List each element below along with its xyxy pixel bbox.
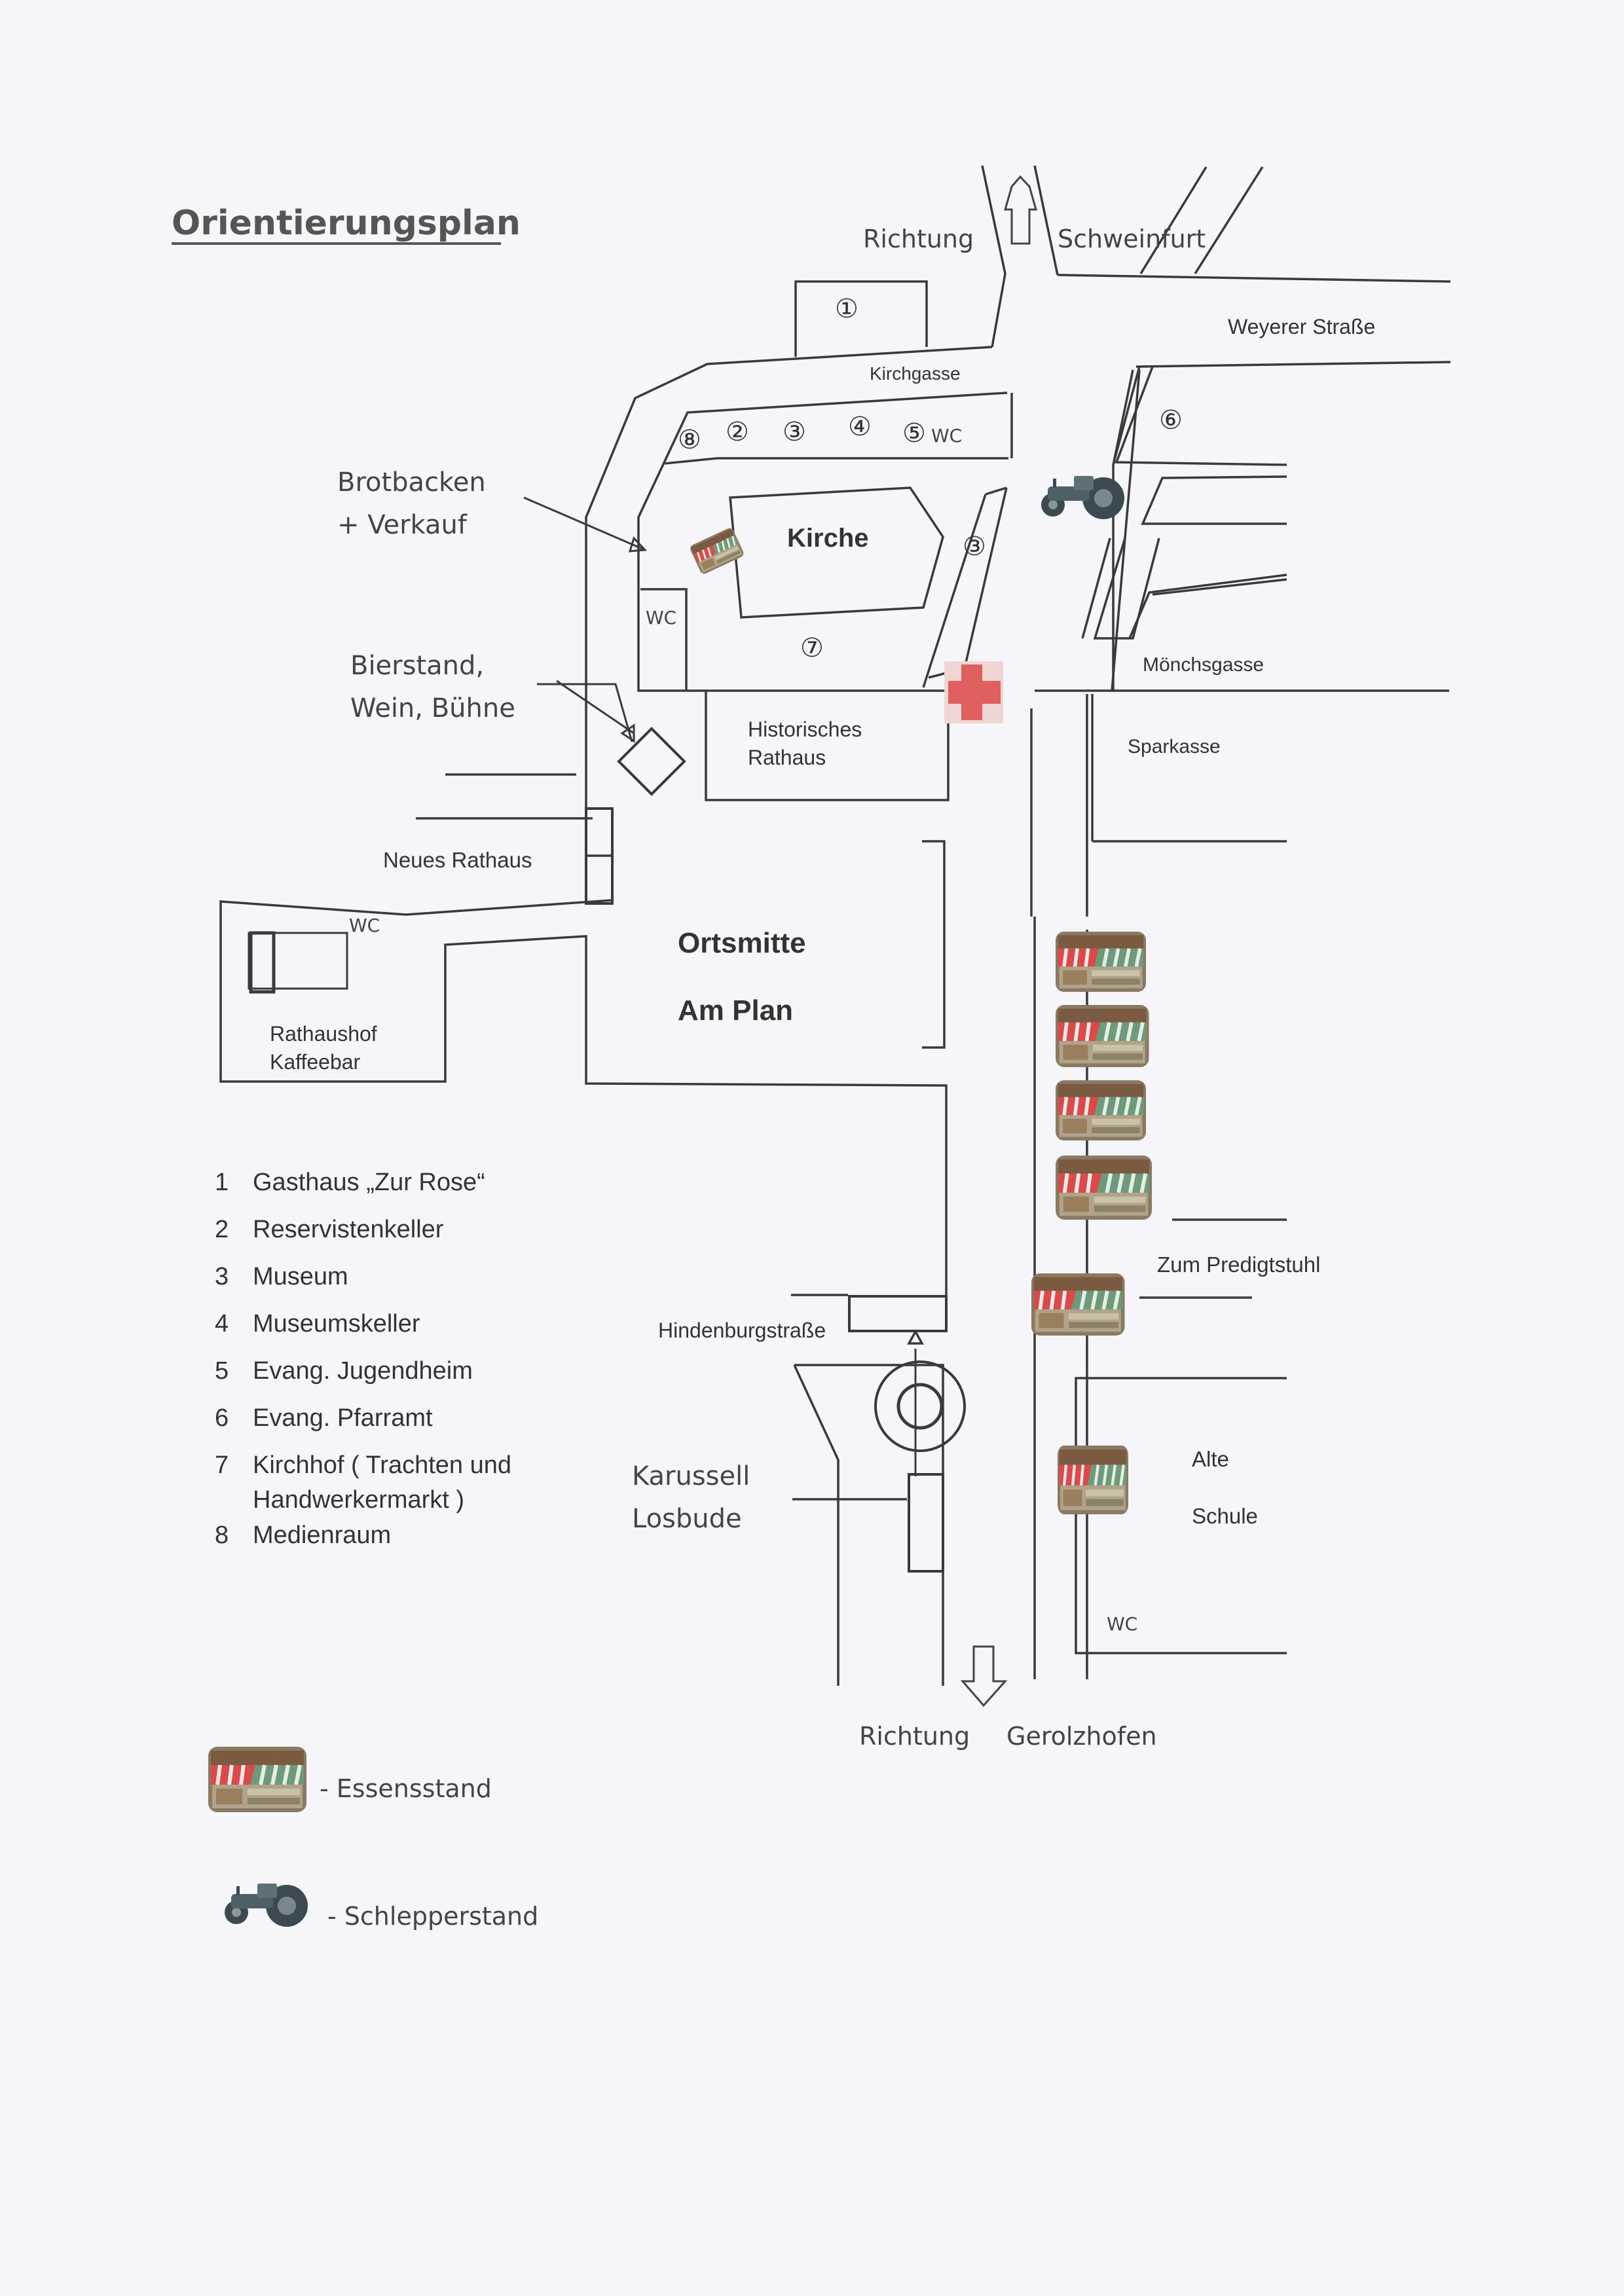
list-number: 7 — [215, 1451, 229, 1479]
street-hindenburg: Hindenburgstraße — [658, 1319, 826, 1342]
building-kirche: Kirche — [787, 524, 869, 553]
street-kirchgasse: Kirchgasse — [870, 363, 961, 384]
marker-8: ⑧ — [678, 426, 701, 454]
food-stall-icon — [208, 1747, 306, 1812]
wc-label: WC — [646, 607, 676, 629]
red-cross-icon — [944, 661, 1003, 723]
callout-losbude: Losbude — [632, 1504, 742, 1534]
legend-essensstand: - Essensstand — [320, 1774, 492, 1803]
area-am-plan: Am Plan — [678, 994, 793, 1027]
north-town-label: Schweinfurt — [1058, 225, 1206, 253]
marker-4: ④ — [848, 412, 872, 441]
wc-label: WC — [931, 425, 962, 446]
callout-arrows — [523, 496, 648, 743]
north-direction-label: Richtung — [863, 225, 974, 253]
callout-wein-buehne: Wein, Bühne — [350, 693, 515, 723]
marker-5: ⑤ — [902, 419, 926, 448]
food-stall-icon — [1056, 1005, 1149, 1067]
wc-label: WC — [1107, 1613, 1137, 1635]
list-number: 5 — [215, 1357, 229, 1385]
north-arrow-icon — [1004, 175, 1037, 245]
street-moenchsgasse: Mönchsgasse — [1143, 654, 1264, 676]
food-stall-icon — [1056, 1156, 1152, 1220]
building-sparkasse: Sparkasse — [1128, 736, 1221, 757]
south-direction-label: Richtung — [859, 1722, 970, 1751]
building-neues-rathaus: Neues Rathaus — [383, 848, 532, 872]
tractor-icon — [225, 1884, 308, 1927]
list-number: 8 — [215, 1522, 229, 1549]
list-number: 2 — [215, 1216, 229, 1243]
list-item: Gasthaus „Zur Rose“ — [253, 1169, 485, 1196]
south-arrow-icon — [960, 1645, 1008, 1707]
marker-2: ② — [726, 418, 749, 446]
marker-3: ③ — [783, 418, 806, 446]
building-historisches-rathaus-1: Historisches — [748, 718, 862, 741]
food-stall-icon — [1058, 1446, 1128, 1514]
south-town-label: Gerolzhofen — [1006, 1722, 1157, 1751]
marker-7: ⑦ — [800, 634, 824, 663]
street-predigtstuhl: Zum Predigtstuhl — [1157, 1252, 1320, 1277]
callout-bierstand: Bierstand, — [350, 651, 484, 681]
callout-brotbacken: Brotbacken — [337, 467, 486, 498]
food-stall-icon — [1056, 932, 1146, 992]
list-number: 1 — [215, 1169, 229, 1196]
wc-label: WC — [349, 915, 380, 936]
list-number: 6 — [215, 1404, 229, 1432]
marker-1: ① — [835, 295, 858, 323]
points-of-interest-list: 1 Gasthaus „Zur Rose“ 2 Reservistenkelle… — [215, 1169, 511, 1549]
street-weyerer: Weyerer Straße — [1228, 315, 1375, 338]
building-schule: Schule — [1192, 1504, 1258, 1528]
list-item: Reservistenkeller — [253, 1216, 444, 1243]
callout-verkauf: + Verkauf — [337, 510, 468, 540]
marker-3-museum: ③ — [963, 532, 986, 561]
building-historisches-rathaus-2: Rathaus — [748, 746, 826, 769]
list-item: Museum — [253, 1263, 348, 1290]
area-ortsmitte: Ortsmitte — [678, 927, 806, 959]
list-item: Museumskeller — [253, 1310, 420, 1338]
list-number: 3 — [215, 1263, 229, 1290]
list-number: 4 — [215, 1310, 229, 1338]
page-title: Orientierungsplan — [172, 204, 521, 243]
food-stall-icon — [1031, 1273, 1125, 1336]
list-item: Kirchhof ( Trachten und — [253, 1451, 511, 1479]
legend-schlepperstand: - Schlepperstand — [327, 1902, 538, 1931]
building-kaffeebar: Kaffeebar — [270, 1050, 361, 1074]
list-item: Evang. Pfarramt — [253, 1404, 433, 1432]
callout-karussell: Karussell — [632, 1461, 750, 1491]
list-item: Evang. Jugendheim — [253, 1357, 473, 1385]
building-alte: Alte — [1192, 1447, 1229, 1471]
list-item-continued: Handwerkermarkt ) — [253, 1486, 464, 1514]
building-rathaushof: Rathaushof — [270, 1022, 377, 1046]
list-item: Medienraum — [253, 1522, 391, 1549]
food-stall-icon — [1056, 1080, 1146, 1140]
marker-6: ⑥ — [1159, 406, 1183, 435]
tractor-icon — [1041, 476, 1124, 519]
